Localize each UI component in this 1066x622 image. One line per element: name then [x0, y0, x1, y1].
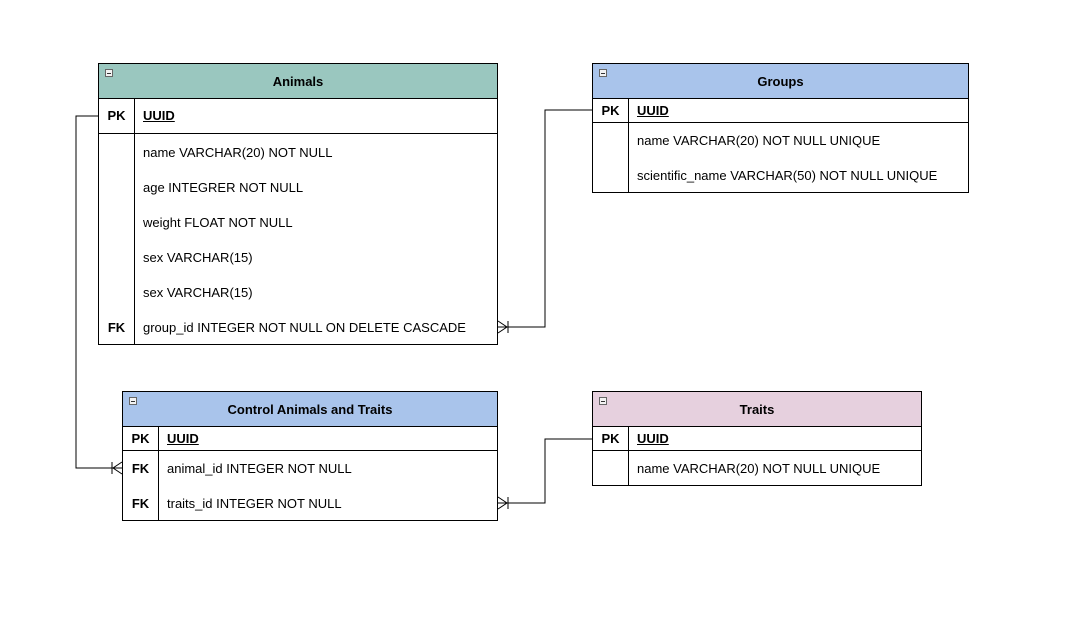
pk-badge: PK [107, 108, 126, 123]
field-row[interactable]: FK traits_id INTEGER NOT NULL [123, 486, 497, 521]
connector-control-traits [498, 438, 592, 504]
field-row[interactable]: scientific_name VARCHAR(50) NOT NULL UNI… [593, 158, 968, 193]
field-row[interactable]: sex VARCHAR(15) [99, 275, 497, 310]
field-name: name VARCHAR(20) NOT NULL [143, 145, 333, 160]
pk-badge: PK [131, 430, 150, 446]
field-name: name VARCHAR(20) NOT NULL UNIQUE [637, 461, 881, 476]
key-badge [593, 451, 628, 486]
pk-badge: PK [601, 430, 620, 446]
field-row[interactable]: name VARCHAR(20) NOT NULL UNIQUE [593, 123, 968, 158]
field-row[interactable]: FK group_id INTEGER NOT NULL ON DELETE C… [99, 310, 497, 345]
field-row[interactable]: age INTEGRER NOT NULL [99, 170, 497, 205]
entity-header[interactable]: Groups [593, 64, 968, 99]
entity-title: Control Animals and Traits [227, 401, 393, 417]
key-column-divider [99, 98, 135, 344]
pk-row[interactable]: PK UUID [593, 426, 921, 451]
collapse-icon[interactable] [129, 397, 137, 405]
crowfoot-many-marker [497, 496, 509, 510]
field-row[interactable]: FK animal_id INTEGER NOT NULL [123, 451, 497, 486]
entity-title: Animals [272, 73, 324, 89]
field-uuid: UUID [143, 108, 175, 123]
entity-header[interactable]: Traits [593, 392, 921, 427]
pk-badge: PK [601, 102, 620, 118]
field-row[interactable]: name VARCHAR(20) NOT NULL UNIQUE [593, 451, 921, 486]
field-name: animal_id INTEGER NOT NULL [167, 461, 352, 476]
entity-header[interactable]: Control Animals and Traits [123, 392, 497, 427]
pk-row[interactable]: PK UUID [593, 98, 968, 123]
collapse-icon[interactable] [105, 69, 113, 77]
key-badge [99, 240, 134, 275]
collapse-icon[interactable] [599, 397, 607, 405]
key-badge [593, 123, 628, 158]
entity-title: Groups [757, 73, 804, 89]
field-uuid: UUID [637, 102, 669, 118]
key-column-divider [593, 98, 629, 192]
key-badge [593, 158, 628, 193]
key-badge [99, 275, 134, 310]
entity-control-animals-traits[interactable]: Control Animals and Traits PK UUID FK an… [122, 391, 498, 521]
field-name: weight FLOAT NOT NULL [143, 215, 293, 230]
entity-traits[interactable]: Traits PK UUID name VARCHAR(20) NOT NULL… [592, 391, 922, 486]
fk-badge: FK [131, 496, 150, 511]
field-row[interactable]: weight FLOAT NOT NULL [99, 205, 497, 240]
key-column-divider [123, 426, 159, 520]
key-column-divider [593, 426, 629, 485]
key-badge [99, 205, 134, 240]
crowfoot-many-marker [497, 320, 509, 334]
field-name: traits_id INTEGER NOT NULL [167, 496, 342, 511]
field-uuid: UUID [167, 430, 199, 446]
key-badge [99, 135, 134, 170]
field-name: age INTEGRER NOT NULL [143, 180, 304, 195]
pk-row[interactable]: PK UUID [123, 426, 497, 451]
field-uuid: UUID [637, 430, 669, 446]
fk-badge: FK [131, 461, 150, 476]
pk-row[interactable]: PK UUID [99, 98, 497, 134]
entity-title: Traits [739, 401, 775, 417]
crowfoot-many-marker [111, 461, 123, 475]
field-name: sex VARCHAR(15) [143, 250, 253, 265]
entity-animals[interactable]: Animals PK UUID name VARCHAR(20) NOT NUL… [98, 63, 498, 345]
entity-header[interactable]: Animals [99, 64, 497, 99]
collapse-icon[interactable] [599, 69, 607, 77]
field-row[interactable]: sex VARCHAR(15) [99, 240, 497, 275]
field-name: group_id INTEGER NOT NULL ON DELETE CASC… [143, 320, 466, 335]
field-name: scientific_name VARCHAR(50) NOT NULL UNI… [637, 168, 938, 183]
entity-groups[interactable]: Groups PK UUID name VARCHAR(20) NOT NULL… [592, 63, 969, 193]
key-badge [99, 170, 134, 205]
field-row[interactable]: name VARCHAR(20) NOT NULL [99, 135, 497, 170]
field-name: name VARCHAR(20) NOT NULL UNIQUE [637, 133, 881, 148]
fk-badge: FK [107, 320, 126, 335]
connector-animals-groups [498, 109, 592, 328]
field-name: sex VARCHAR(15) [143, 285, 253, 300]
